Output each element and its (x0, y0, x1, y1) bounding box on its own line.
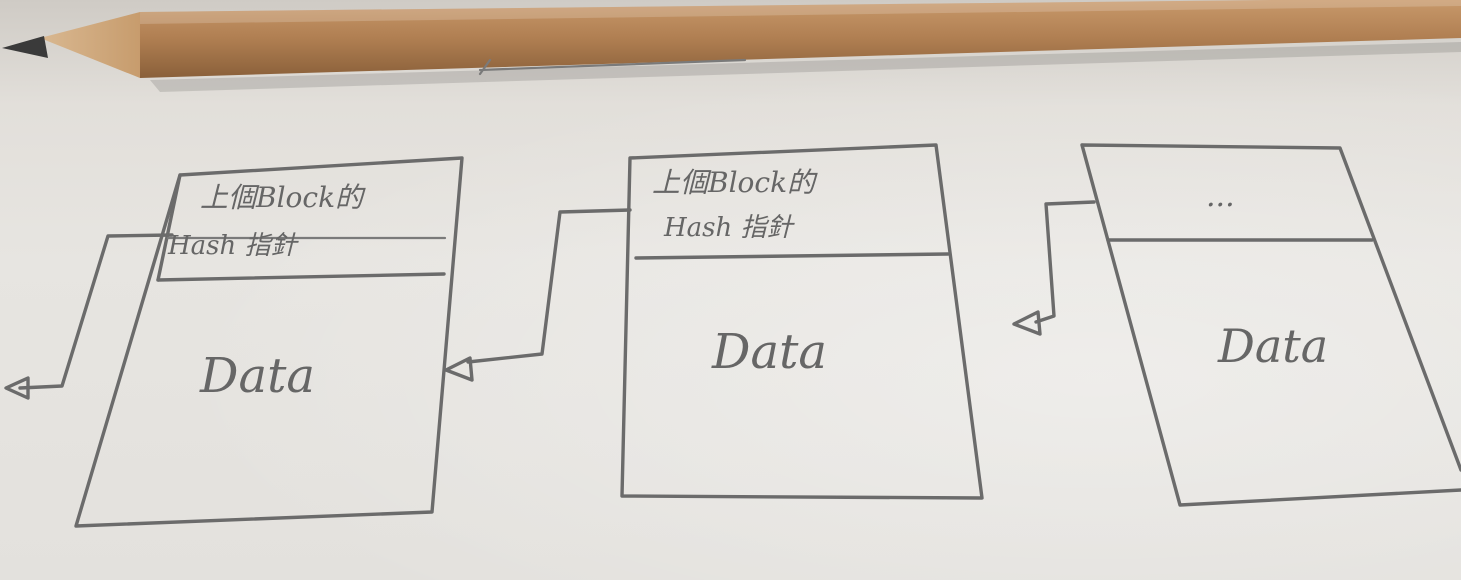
block-2-pointer-arrowhead (444, 356, 474, 382)
block-2-pointer-line (466, 208, 632, 364)
pencil-shadow (150, 42, 1461, 92)
block-3 (1080, 143, 1461, 507)
block-2-outline (620, 143, 984, 500)
block-1-header-line1: 上個Block的 (200, 181, 366, 214)
block-1-header-line2: Hash 指針 (167, 231, 300, 261)
block-2-data-label: Data (711, 324, 827, 380)
block-1-data-label: Data (199, 348, 315, 404)
block-2-divider (634, 252, 950, 260)
pencil (2, 0, 1461, 92)
block-2-header-line2: Hash 指針 (663, 213, 796, 243)
pencil-body (140, 0, 1461, 78)
block-2-header-line1: 上個Block的 (652, 166, 818, 199)
top-scribble (478, 58, 747, 76)
block-1 (74, 156, 464, 528)
block-1-outline (74, 156, 464, 528)
block-3-outline (1080, 143, 1461, 507)
block-2 (620, 143, 984, 500)
block-3-pointer-line (1034, 200, 1096, 324)
block-3-header-ellipsis: ... (1206, 179, 1235, 214)
block-1-pointer-arrowhead (4, 376, 30, 400)
pencil-graphite-point (2, 36, 48, 58)
pencil-sharpened-tip (40, 12, 140, 78)
block-1-pointer-line (18, 233, 174, 390)
block-3-pointer-arrowhead (1012, 310, 1042, 336)
block-3-data-label: Data (1217, 319, 1328, 373)
block-1-divider (156, 272, 446, 282)
